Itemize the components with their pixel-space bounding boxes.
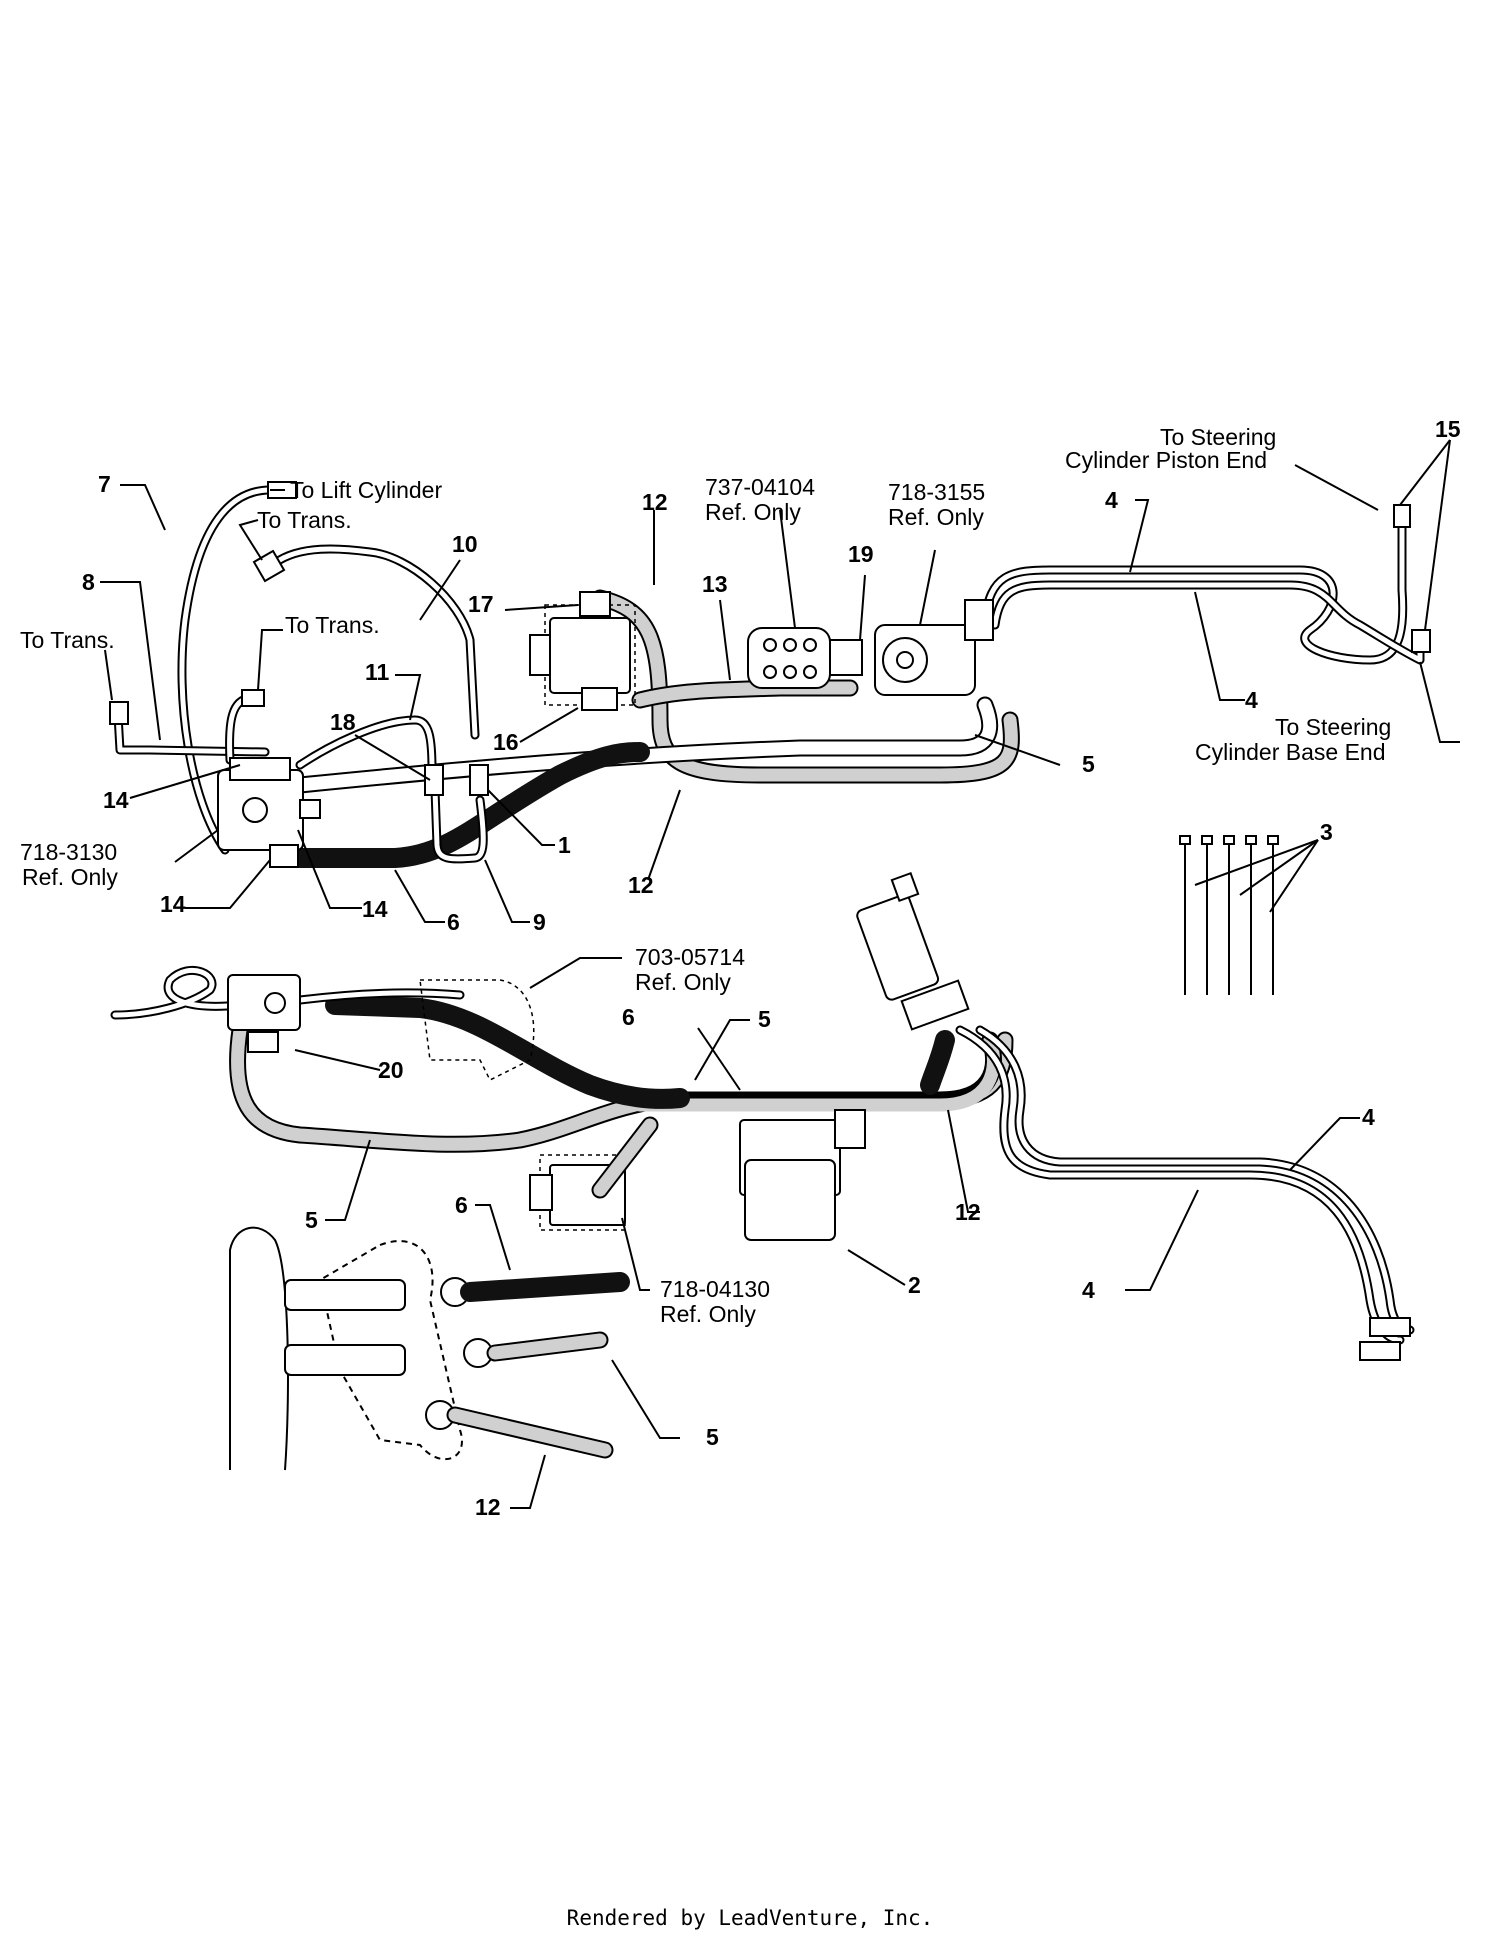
callout-1: 1 xyxy=(558,832,571,858)
callout-11: 11 xyxy=(365,659,390,685)
label-to-steering-piston-l2: Cylinder Piston End xyxy=(1065,447,1267,473)
text-labels: To Steering Cylinder Piston End To Steer… xyxy=(20,424,1391,1327)
callout-8: 8 xyxy=(82,569,95,595)
port-fitting-r xyxy=(284,1279,406,1311)
pump-assembly-17 xyxy=(529,591,636,711)
steering-fitting-base xyxy=(1411,629,1431,653)
callout-4-bottom: 4 xyxy=(1082,1277,1095,1303)
callout-14-c: 14 xyxy=(362,896,388,922)
callout-12-right: 12 xyxy=(955,1199,981,1225)
callout-20: 20 xyxy=(378,1057,404,1083)
label-ref-737-04104-l2: Ref. Only xyxy=(705,499,801,525)
label-ref-718-3155-l1: 718-3155 xyxy=(888,479,985,505)
callout-12-bottom: 12 xyxy=(475,1494,501,1520)
label-ref-718-3130-l1: 718-3130 xyxy=(20,839,117,865)
callout-5-bottom: 5 xyxy=(706,1424,719,1450)
callout-5-left: 5 xyxy=(305,1207,318,1233)
label-to-trans-a: To Trans. xyxy=(257,507,352,533)
callout-7: 7 xyxy=(98,471,111,497)
label-ref-718-04130-l1: 718-04130 xyxy=(660,1276,770,1302)
label-ref-703-05714-l2: Ref. Only xyxy=(635,969,731,995)
callout-9: 9 xyxy=(533,909,546,935)
label-ref-718-3130-l2: Ref. Only xyxy=(22,864,118,890)
callout-12-top: 12 xyxy=(642,489,668,515)
callout-14-a: 14 xyxy=(103,787,129,813)
valve-block-middle xyxy=(227,974,301,1053)
valve-718-3130 xyxy=(217,757,321,868)
callout-6-mid: 6 xyxy=(622,1004,635,1030)
steering-unit-718-3155 xyxy=(874,599,994,696)
callout-5-mid: 5 xyxy=(758,1006,771,1032)
fitting-18 xyxy=(424,764,444,796)
label-ref-718-3155-l2: Ref. Only xyxy=(888,504,984,530)
trans-fitting-b xyxy=(241,689,265,707)
fitting-17 xyxy=(579,591,611,617)
component-737-04104 xyxy=(747,627,863,689)
port-fitting-l xyxy=(284,1344,406,1376)
callout-10: 10 xyxy=(452,531,478,557)
label-to-trans-b: To Trans. xyxy=(285,612,380,638)
tie-straps-3 xyxy=(1179,835,1279,995)
callout-15: 15 xyxy=(1435,416,1461,442)
detail-port-view xyxy=(229,1226,630,1471)
label-to-steering-base-l1: To Steering xyxy=(1275,714,1391,740)
fitting-16 xyxy=(581,687,618,711)
top-assembly xyxy=(109,481,1431,868)
footer-credit: Rendered by LeadVenture, Inc. xyxy=(567,1906,934,1930)
callout-4-right: 4 xyxy=(1245,687,1258,713)
callout-16: 16 xyxy=(493,729,519,755)
label-to-trans-c: To Trans. xyxy=(20,627,115,653)
callout-numbers: 15 4 4 5 12 13 19 17 16 7 10 8 11 18 14 … xyxy=(82,416,1461,1520)
trans-fitting-c xyxy=(109,701,129,725)
label-to-lift-cylinder: To Lift Cylinder xyxy=(290,477,442,503)
label-to-steering-base-l2: Cylinder Base End xyxy=(1195,739,1386,765)
lift-cylinder xyxy=(856,871,970,1031)
fitting-tube4-end-b xyxy=(1359,1341,1401,1361)
callout-5-top: 5 xyxy=(1082,751,1095,777)
callout-14-b: 14 xyxy=(160,891,186,917)
leader-lines xyxy=(100,439,1460,1509)
callout-3: 3 xyxy=(1320,819,1333,845)
pump-718-04130 xyxy=(529,1116,659,1231)
filter-2 xyxy=(739,1109,866,1241)
label-to-steering-piston-l1: To Steering xyxy=(1160,424,1276,450)
fitting-20 xyxy=(247,1031,279,1053)
label-ref-737-04104-l1: 737-04104 xyxy=(705,474,815,500)
middle-assembly xyxy=(110,871,1415,1361)
fitting-tube4-end-a xyxy=(1369,1317,1411,1337)
callout-18: 18 xyxy=(330,709,356,735)
callout-2: 2 xyxy=(908,1272,921,1298)
callout-19: 19 xyxy=(848,541,874,567)
steering-fitting-piston xyxy=(1393,504,1411,528)
callout-12-mid: 12 xyxy=(628,872,654,898)
label-ref-703-05714-l1: 703-05714 xyxy=(635,944,745,970)
label-ref-718-04130-l2: Ref. Only xyxy=(660,1301,756,1327)
callout-13: 13 xyxy=(702,571,728,597)
callout-4-top: 4 xyxy=(1105,487,1118,513)
fitting-1 xyxy=(469,764,489,796)
callout-6-bottom: 6 xyxy=(455,1192,468,1218)
callout-4-mid: 4 xyxy=(1362,1104,1375,1130)
callout-17: 17 xyxy=(468,591,494,617)
fitting-19 xyxy=(829,639,863,676)
callout-6-top: 6 xyxy=(447,909,460,935)
